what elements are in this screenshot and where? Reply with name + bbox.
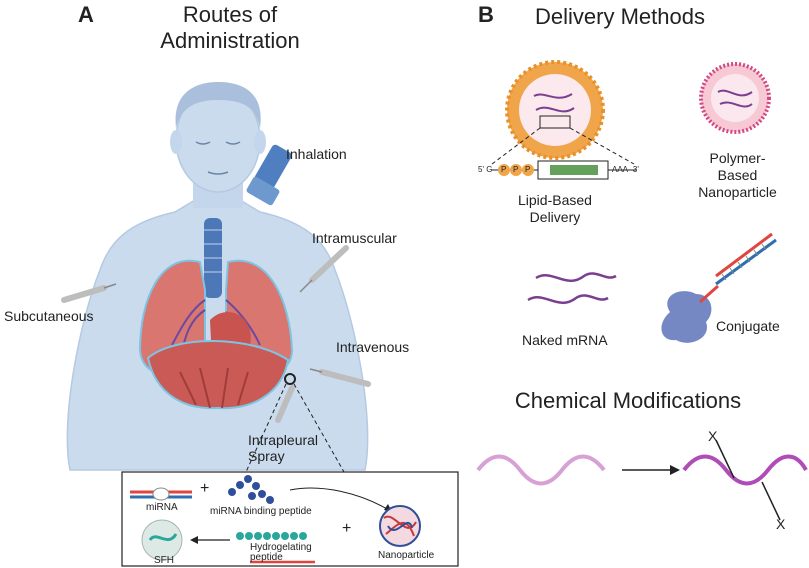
polymer-line1: Polymer- (709, 150, 766, 166)
polymer-line2: Based (717, 167, 758, 183)
nanoparticle-icon (379, 505, 421, 547)
modification-mark-top: X (708, 428, 718, 444)
inset-plus-1: + (200, 480, 210, 497)
mrna-construct-icon (492, 160, 636, 180)
syringe-intrapleural-icon (275, 385, 295, 423)
syringe-intramuscular-icon (299, 245, 349, 293)
mrna-3prime-label: AAA- 3' (612, 165, 639, 174)
route-intrapleural-line1: Intrapleural (248, 432, 319, 448)
panel-a-title-line2: Administration (160, 28, 300, 53)
hydrogelating-peptide-icon (236, 532, 307, 540)
phosphate-label-3: P (525, 165, 531, 174)
lipid-based-label: Lipid-Based Delivery (518, 192, 592, 226)
sfh-icon (141, 519, 183, 561)
inset-hydrogelating-line2: peptide (250, 552, 283, 563)
lungs (138, 259, 296, 410)
route-intravenous-label: Intravenous (336, 339, 410, 355)
phosphate-label-2: P (513, 165, 519, 174)
panel-b-letter: B (478, 2, 494, 27)
syringe-subcutaneous-icon (61, 283, 117, 303)
polymer-nanoparticle-icon (699, 62, 771, 134)
conjugate-icon (661, 232, 777, 343)
mrna-5prime-label: 5' G (478, 165, 493, 174)
route-intrapleural-line2: Spray (248, 448, 285, 464)
polymer-line3: Nanoparticle (698, 184, 777, 200)
inset-binding-peptide-label: miRNA binding peptide (210, 506, 312, 517)
inset-hydrogelating-line1: Hydrogelating (250, 542, 312, 553)
route-inhalation-label: Inhalation (286, 146, 347, 162)
route-subcutaneous-label: Subcutaneous (4, 308, 94, 324)
inhaler-icon (246, 144, 292, 206)
chemical-modifications-title: Chemical Modifications (514, 388, 742, 413)
lipid-based-line2: Delivery (529, 209, 581, 225)
phosphate-label-1: P (501, 165, 507, 174)
lipid-nanoparticle-icon (505, 60, 605, 160)
panel-b-title: Delivery Methods (535, 4, 705, 29)
route-intramuscular-label: Intramuscular (312, 230, 397, 246)
modified-wave-icon (682, 454, 808, 486)
modification-mark-bottom: X (776, 516, 786, 532)
polymer-label: Polymer- Based Nanoparticle (690, 150, 785, 201)
arrow-icon (670, 465, 680, 475)
panel-a-title-line1: Routes of (182, 2, 278, 27)
inset-plus-2: + (342, 520, 352, 537)
panel-a-title: Routes of Administration (150, 2, 310, 54)
inset-hydrogelating-label: Hydrogelating peptide (250, 543, 312, 563)
binding-peptide-icon (228, 475, 274, 504)
mirna-icon (130, 487, 192, 501)
conjugate-label: Conjugate (716, 318, 780, 334)
panel-a-letter: A (78, 2, 94, 27)
lipid-based-line1: Lipid-Based (518, 192, 592, 208)
inset-mirna-label: miRNA (146, 502, 178, 513)
naked-mrna-label: Naked mRNA (522, 332, 608, 348)
inset-sfh-label: SFH (154, 555, 174, 566)
naked-mrna-icon (527, 272, 617, 304)
unmodified-wave-icon (476, 454, 606, 486)
syringe-intravenous-icon (309, 368, 371, 387)
inset-nanoparticle-label: Nanoparticle (378, 550, 435, 561)
route-intrapleural-label: Intrapleural Spray (248, 432, 318, 464)
trachea (204, 218, 222, 298)
